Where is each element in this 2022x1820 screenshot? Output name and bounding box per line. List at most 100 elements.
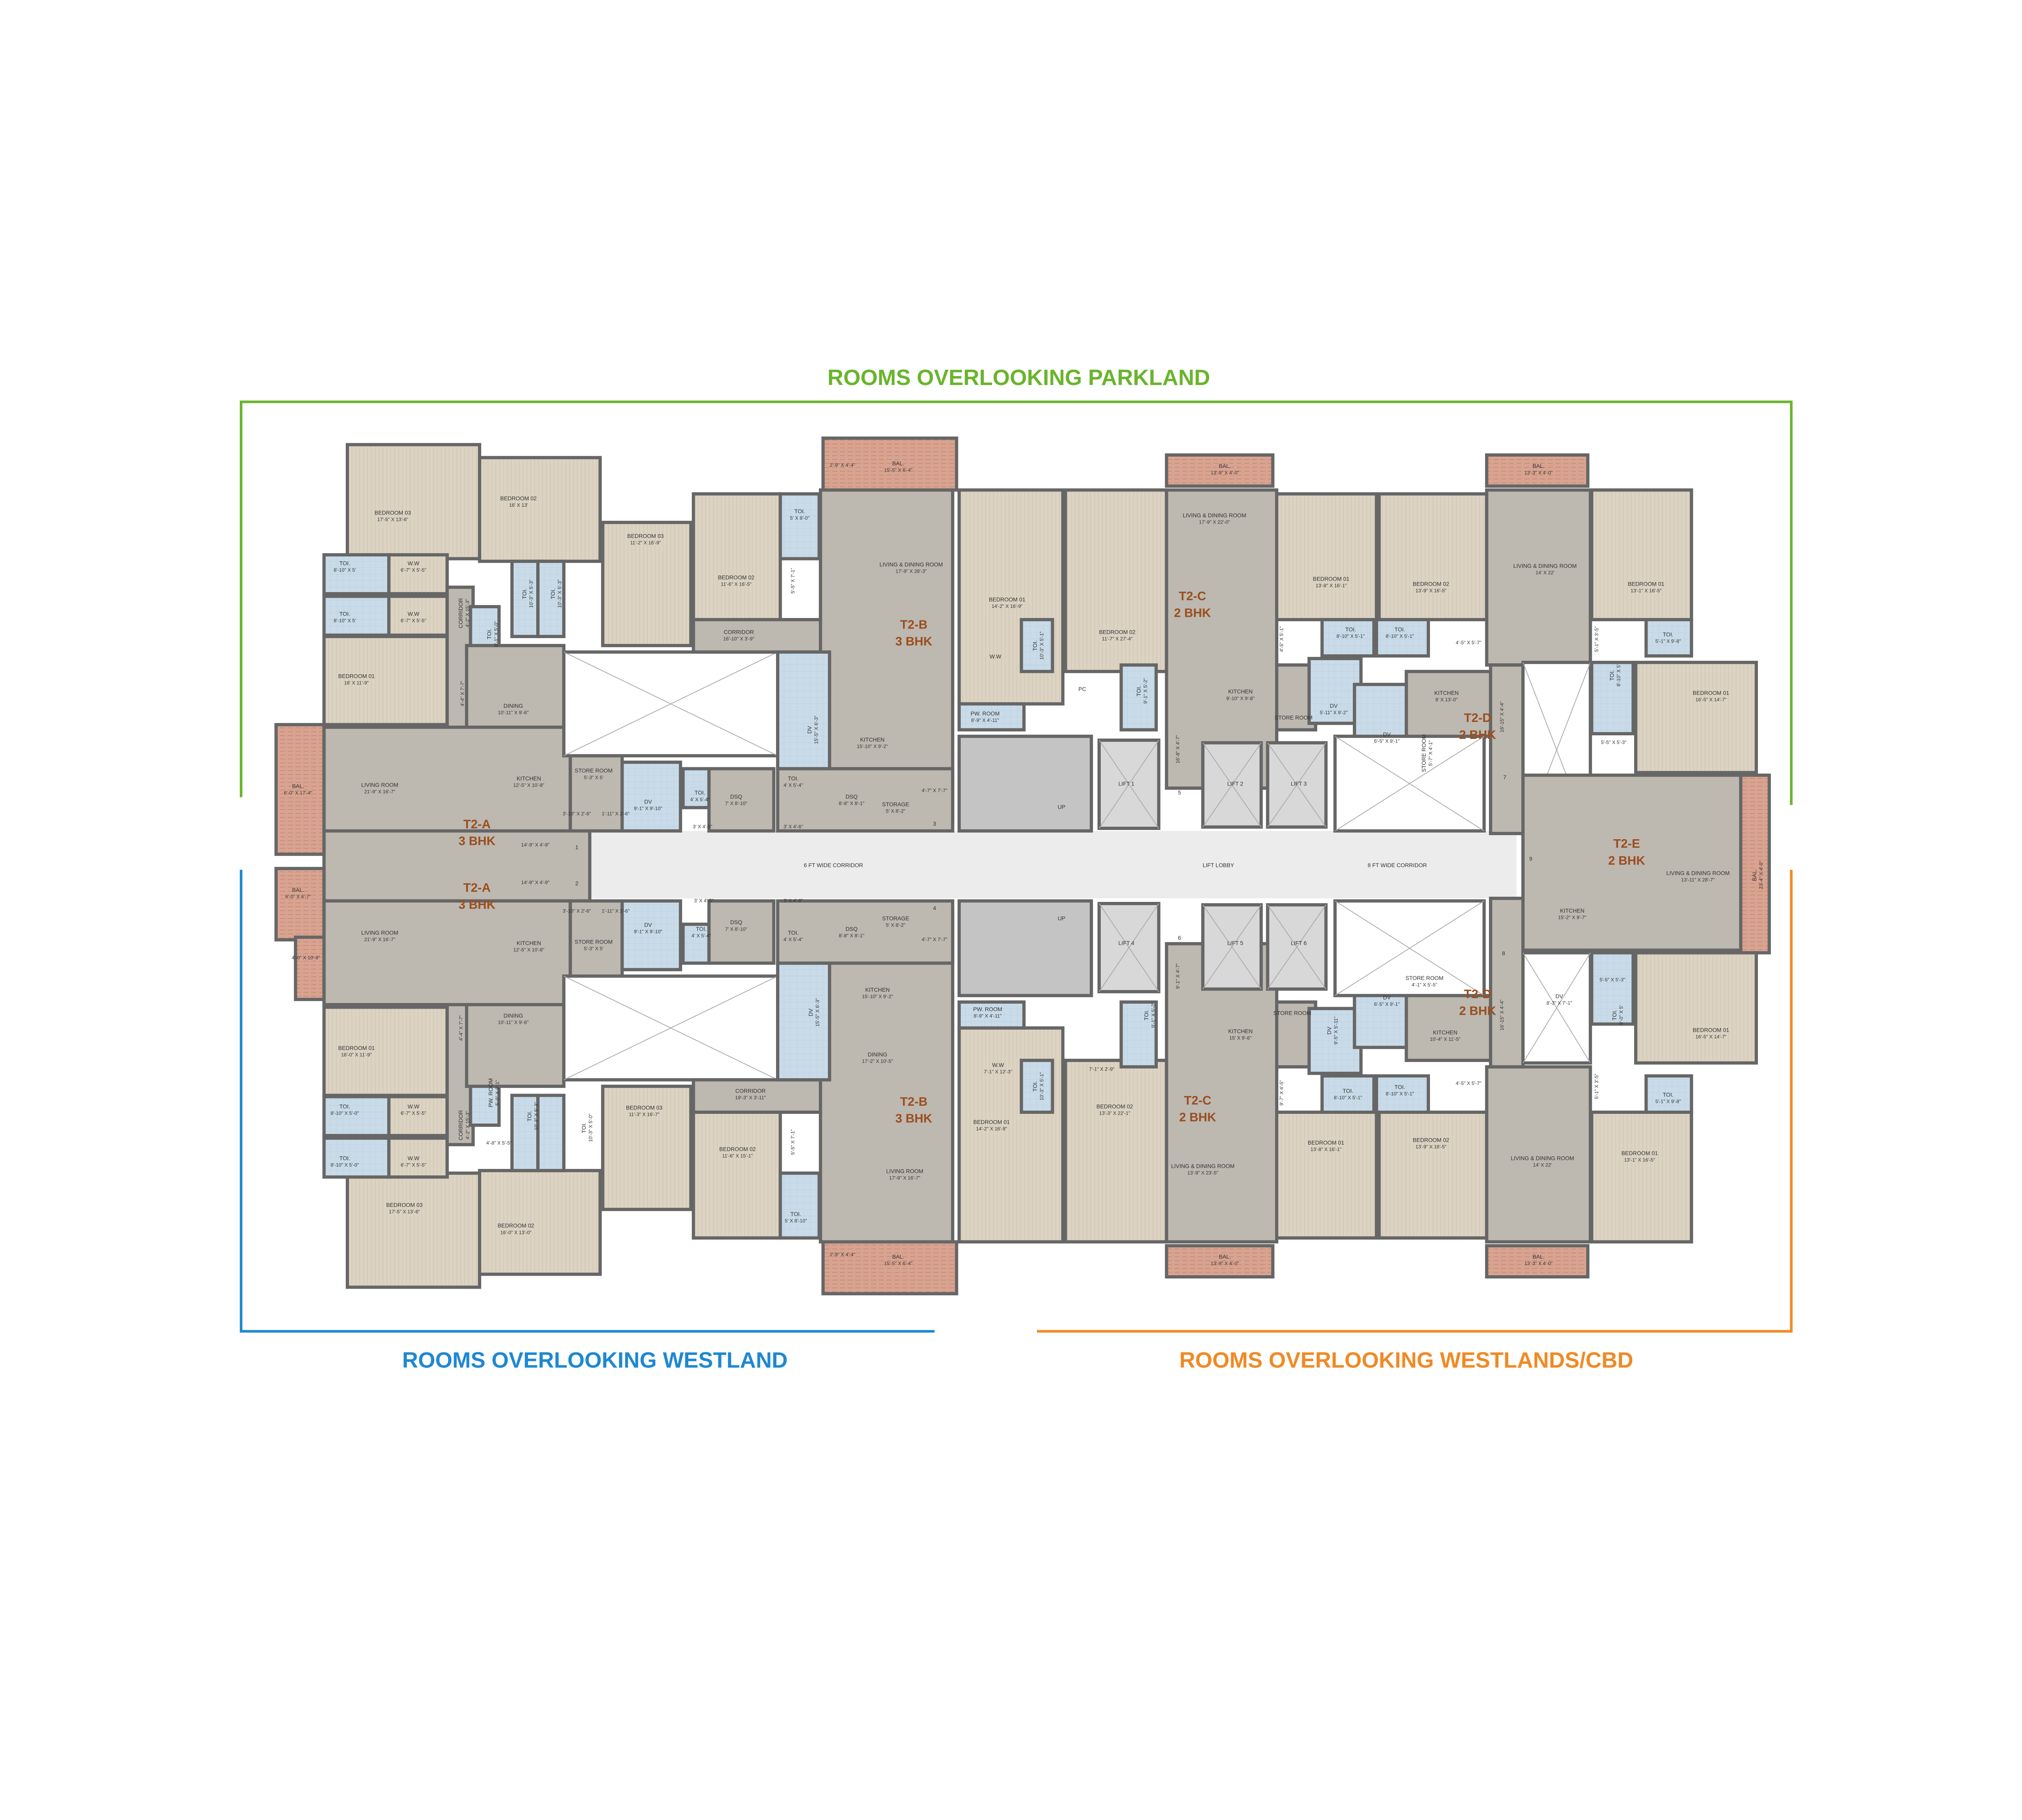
unit-type: 2 BHK: [1608, 854, 1645, 868]
cross-mark: [1335, 736, 1485, 832]
living-area: [465, 644, 566, 732]
room-name: TOI.: [339, 1103, 350, 1109]
heading-westlands-cbd: ROOMS OVERLOOKING WESTLANDS/CBD: [1179, 1348, 1633, 1372]
room-dimensions: 1'-11" X 2'-6": [602, 908, 630, 914]
toilet: [1375, 1074, 1430, 1114]
room-label: BAL.23'-4" X 4'-0": [1751, 861, 1764, 889]
room-dimensions: 15'-5" X 6'-4": [884, 468, 912, 473]
room-label: TOI.4' X 5'-4": [692, 926, 711, 938]
unit-name: T2-A: [463, 881, 491, 895]
room-dimensions: 4'-4" X 7'-7": [459, 681, 465, 706]
room-dimensions: 16'-0" X 13'-0": [500, 1230, 531, 1235]
unit-name: T2-E: [1613, 837, 1640, 851]
room-dimensions: 5'-5" X 5'-3": [1601, 740, 1626, 745]
room-dimensions: 11'-6" X 15'-1": [722, 1153, 753, 1159]
balcony: [294, 935, 326, 1001]
room-name: KITCHEN: [1228, 1028, 1252, 1034]
room-dimensions: 2'-9" X 4'-4": [830, 462, 855, 468]
room-dimensions: 15' X 9'-6": [1229, 1035, 1252, 1041]
room-dimensions: 8'-10" X 5'-1": [1334, 1095, 1362, 1100]
toilet: [778, 1171, 821, 1240]
room-label: TOI.4' X 5'-4": [783, 775, 803, 788]
room-dimensions: 8'-10" X 5'-0": [331, 1162, 359, 1168]
living-area: [692, 1078, 825, 1114]
stair-up-label: UP: [1058, 916, 1065, 922]
balcony: [821, 1240, 958, 1295]
room-label: 3' X 4'-5": [693, 824, 712, 830]
room-dimensions: 14'-9" X 4'-9": [521, 842, 550, 848]
room-name: DINING: [868, 1052, 887, 1058]
bedroom: [1275, 492, 1378, 622]
room-name: BEDROOM 02: [1099, 629, 1136, 635]
room-name: DV: [808, 1008, 814, 1016]
room-dimensions: 4'-7" X 7'-7": [922, 937, 947, 942]
room-dimensions: 9'-1" X 9'-10": [634, 929, 662, 935]
room-label: STORE ROOM: [1275, 715, 1313, 721]
room-dimensions: 6'-7" X 5'-5": [401, 1110, 426, 1116]
room-dimensions: 5'-7" X 4'-1": [1428, 741, 1434, 766]
room-dimensions: 17'-9" X 22'-0": [1199, 519, 1230, 525]
room-label: BAL.13'-9" X 4'-0": [1211, 1254, 1239, 1266]
door-number: 6: [1178, 935, 1181, 941]
room-name: BEDROOM 03: [386, 1202, 423, 1208]
room-name: TOI.: [1394, 1084, 1405, 1090]
room-dimensions: 5'-0" X 8'-1": [495, 1080, 500, 1105]
bedroom: [601, 521, 693, 648]
room-dimensions: 4'-7" X 7'-7": [922, 787, 947, 793]
room-dimensions: 11'-2" X 16'-9": [630, 540, 661, 546]
room-dimensions: 4' X 5'-4": [692, 933, 711, 938]
room-dimensions: 8'-10" X 5'-1": [1386, 633, 1414, 639]
room-dimensions: 17'-9" X 28'-3": [896, 569, 927, 574]
room-name: STORE ROOM: [1275, 715, 1313, 721]
toilet: [322, 1095, 391, 1137]
toilet: [536, 559, 566, 638]
toilet: [1375, 618, 1430, 658]
bedroom: [692, 492, 782, 622]
stair-up-label: UP: [1058, 804, 1065, 810]
toilet: [536, 1094, 566, 1172]
room-dimensions: 13'-1" X 16'-5": [1624, 1157, 1655, 1163]
room-dimensions: 12'-5" X 10'-8": [513, 947, 544, 953]
cross-mark: [1267, 742, 1326, 827]
room-name: TOI.: [788, 775, 799, 781]
room-name: DSQ: [730, 919, 742, 925]
living-area: [569, 754, 624, 833]
room-dimensions: 13'-3" X 4'-0": [1524, 470, 1552, 476]
room-dimensions: 8'-10" X 5'-1": [1386, 1091, 1414, 1096]
room-name: CORRIDOR: [735, 1088, 766, 1094]
heading-westland: ROOMS OVERLOOKING WESTLAND: [402, 1348, 788, 1372]
balcony: [1485, 1244, 1590, 1279]
room-name: TOI.: [696, 926, 707, 932]
room-dimensions: 14'-9" X 4'-9": [521, 880, 550, 885]
bedroom: [387, 1136, 449, 1179]
room-label: BAL.6'-0" X 17'-4": [284, 783, 312, 796]
room-dimensions: 4'-0" X 10'-9": [292, 955, 320, 961]
room-label: TOI.8'-10" X 5'-0": [331, 1103, 359, 1116]
bedroom: [322, 635, 449, 726]
room-label: TOI.10'-3" X 5'-0": [581, 1113, 594, 1142]
room-label: 4'-4" X 7'-7": [458, 1015, 464, 1041]
toilet: [681, 923, 711, 965]
lift-label: LIFT 1: [1118, 781, 1134, 787]
living-area: [1485, 488, 1592, 667]
toilet: [957, 1000, 1026, 1030]
unit-name: T2-C: [1184, 1094, 1212, 1107]
room-name: BEDROOM 01: [1693, 1027, 1729, 1033]
room-dimensions: 8'-8" X 8'-1": [839, 800, 864, 806]
corridor: [590, 831, 1516, 899]
room-dimensions: 6'-5" X 9'-1": [1374, 1001, 1400, 1007]
room-dimensions: 4'-5" X 5'-7": [1456, 640, 1481, 645]
room-label: 4'-7" X 7'-7": [922, 937, 947, 942]
bedroom: [692, 1110, 782, 1240]
